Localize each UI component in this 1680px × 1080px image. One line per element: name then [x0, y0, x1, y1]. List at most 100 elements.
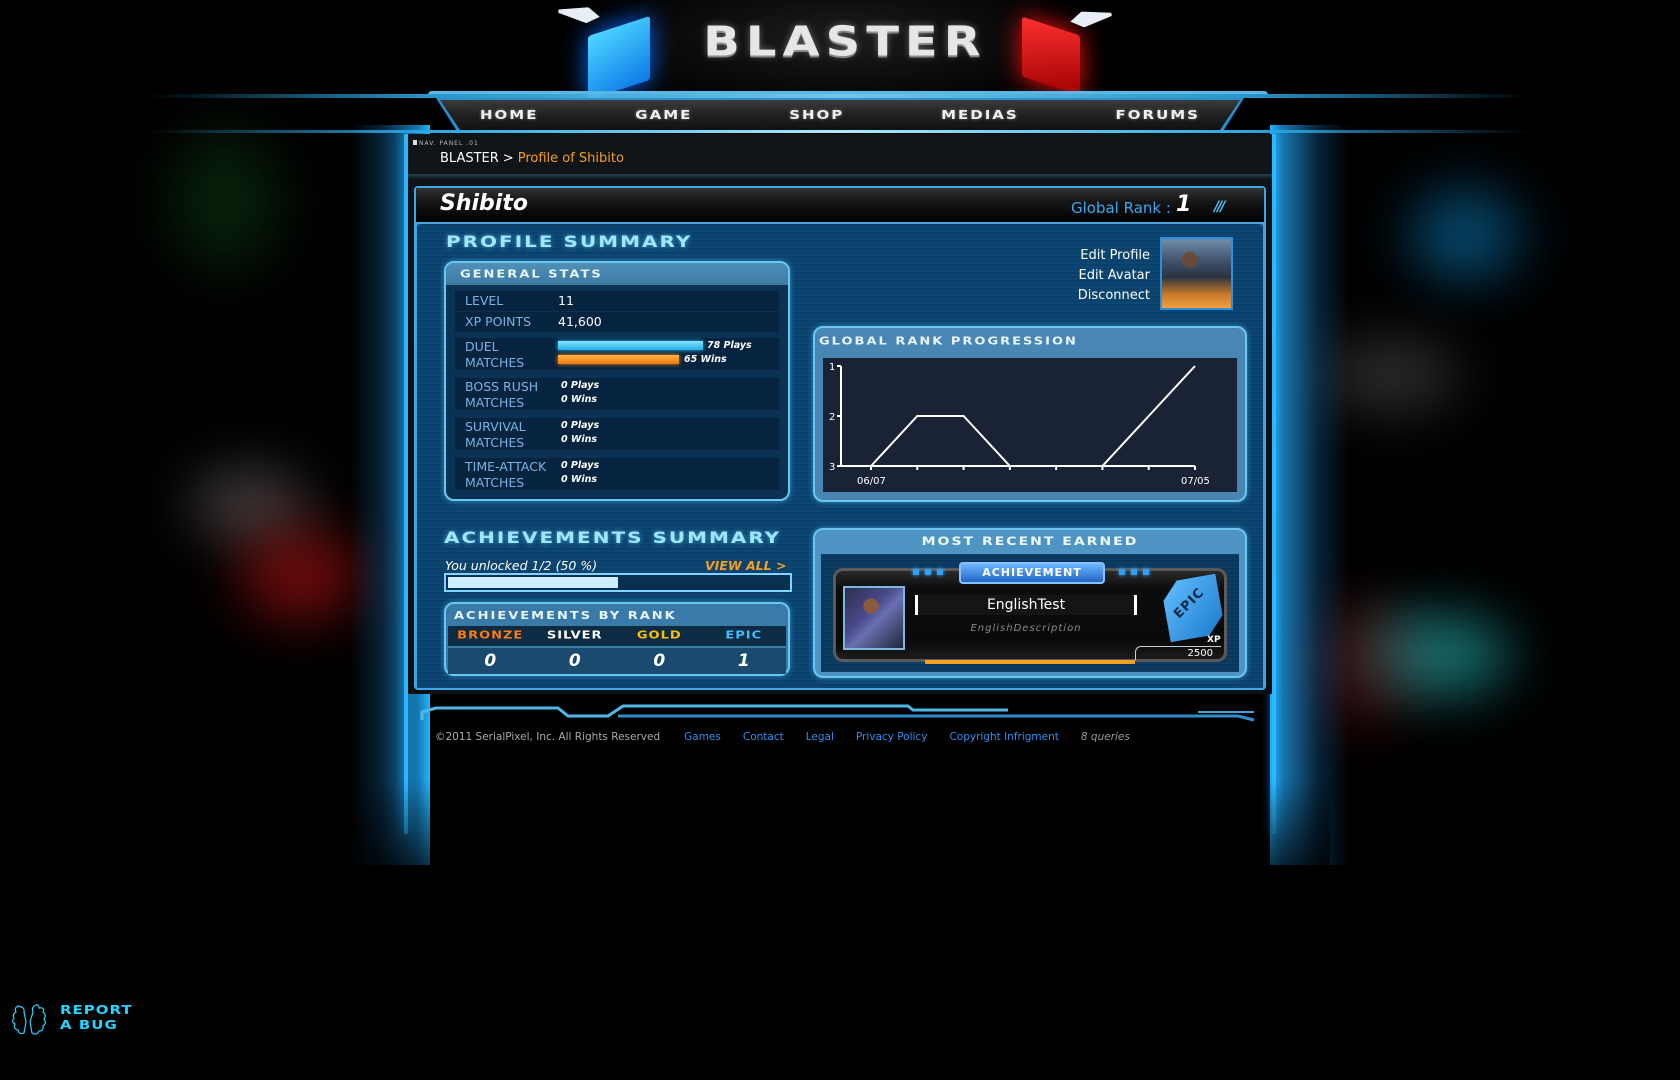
duel-label-1: DUEL [465, 339, 499, 354]
report-bug-text: Report a Bug [60, 1002, 133, 1033]
logo-text: BLASTER [703, 18, 987, 66]
logo-background [640, 0, 1040, 96]
boss-rush-plays: 0 Plays [561, 380, 600, 391]
rank-progression-header: Global Rank Progression [819, 330, 1078, 353]
nav-line-top [150, 94, 1530, 98]
rank-epic-count: 1 [737, 651, 750, 671]
rank-column-headers: Bronze Silver Gold Epic [448, 626, 786, 646]
most-recent-title: Most Recent Earned [921, 535, 1139, 549]
time-attack-wins: 0 Wins [561, 474, 598, 485]
duel-plays-bar [558, 341, 703, 350]
copyright: ©2011 SerialPixel, Inc. All Rights Reser… [435, 731, 661, 743]
rank-silver-label: Silver [546, 629, 603, 642]
page-border-right [1272, 134, 1276, 834]
survival-wins: 0 Wins [561, 434, 598, 445]
nav-medias[interactable]: Medias [941, 107, 1019, 123]
xp-label: XP POINTS [465, 314, 532, 329]
bg-blob-cyan [1350, 615, 1510, 695]
breadcrumb-root[interactable]: BLASTER [440, 151, 499, 166]
edit-avatar-link[interactable]: Edit Avatar [1078, 268, 1150, 283]
duel-label-2: MATCHES [465, 355, 525, 370]
svg-text:3: 3 [829, 462, 835, 473]
profile-name: Shibito [440, 191, 528, 216]
survival-label-1: SURVIVAL [465, 419, 526, 434]
right-side-glow [1270, 125, 1350, 865]
stat-row-xp: XP POINTS 41,600 [455, 312, 779, 332]
duel-wins-text: 65 Wins [684, 354, 727, 365]
left-dots-icon [913, 569, 943, 575]
edit-profile-link[interactable]: Edit Profile [1080, 248, 1150, 263]
general-stats-header: General Stats [446, 263, 788, 285]
red-ship-icon [1069, 6, 1113, 29]
footer-decoration [420, 704, 1255, 722]
level-value: 11 [558, 293, 574, 308]
right-dots-icon [1119, 569, 1149, 575]
boss-rush-label-1: BOSS RUSH [465, 379, 539, 394]
achievement-card[interactable]: ACHIEVEMENT EnglishTest EnglishDescripti… [813, 528, 1247, 678]
stat-row-duel: DUEL MATCHES 78 Plays 65 Wins [455, 338, 779, 370]
svg-text:07/05: 07/05 [1181, 476, 1210, 487]
breadcrumb: BLASTER>Profile of Shibito [440, 151, 624, 166]
general-stats-panel: General Stats LEVEL 11 XP POINTS 41,600 … [444, 261, 790, 501]
report-bug-button[interactable]: Report a Bug [10, 1002, 160, 1042]
achievement-image [843, 586, 905, 650]
page-border-left [404, 134, 408, 834]
query-count: 8 queries [1080, 731, 1130, 743]
bg-blob-blue [1410, 190, 1520, 280]
time-attack-label-1: TIME-ATTACK [465, 459, 547, 474]
xp-label: XP [1207, 635, 1221, 645]
achievement-orange-strip [925, 660, 1135, 664]
time-attack-plays: 0 Plays [561, 460, 600, 471]
nav-frame [428, 91, 1268, 99]
footer-link-legal[interactable]: Legal [805, 731, 834, 743]
breadcrumb-separator: > [502, 151, 514, 166]
main-nav: Home Game Shop Medias Forums [470, 102, 1210, 128]
report-bug-line1: Report [60, 1002, 133, 1018]
nav-forums[interactable]: Forums [1115, 107, 1200, 123]
footer-link-games[interactable]: Games [684, 731, 721, 743]
breadcrumb-current: Profile of Shibito [517, 151, 624, 166]
bg-blob-red [240, 530, 360, 620]
bg-blob-red-r [1310, 600, 1410, 730]
nav-line-bottom [150, 130, 1530, 133]
rank-bronze-label: Bronze [457, 629, 524, 642]
xp-value: 41,600 [558, 314, 602, 329]
account-links: Edit Profile Edit Avatar Disconnect [1050, 246, 1150, 306]
bg-blob-grey [190, 470, 310, 540]
breadcrumb-divider [408, 174, 1272, 178]
view-all-link[interactable]: VIEW ALL > [705, 558, 787, 573]
footer: ©2011 SerialPixel, Inc. All Rights Reser… [435, 731, 1130, 743]
footer-link-privacy[interactable]: Privacy Policy [855, 731, 928, 743]
bg-blob-grey-r [1320, 340, 1460, 410]
nav-game[interactable]: Game [635, 107, 693, 123]
time-attack-label-2: MATCHES [465, 475, 525, 490]
stat-row-time-attack: TIME-ATTACK MATCHES 0 Plays 0 Wins [455, 458, 779, 490]
achievement-progress-fill [448, 577, 618, 588]
general-stats-title: General Stats [460, 268, 603, 281]
xp-value: 2500 [1135, 646, 1221, 660]
nav-home[interactable]: Home [480, 107, 539, 123]
stat-row-survival: SURVIVAL MATCHES 0 Plays 0 Wins [455, 418, 779, 450]
achievement-name: EnglishTest [915, 595, 1137, 615]
rank-bronze-count: 0 [484, 651, 497, 671]
duel-plays-text: 78 Plays [707, 340, 752, 351]
report-bug-line2: a Bug [60, 1017, 118, 1033]
level-label: LEVEL [465, 293, 504, 308]
avatar[interactable] [1160, 237, 1233, 310]
disconnect-link[interactable]: Disconnect [1077, 288, 1150, 303]
boss-rush-wins: 0 Wins [561, 394, 598, 405]
rank-epic-label: Epic [725, 629, 763, 642]
stat-row-level: LEVEL 11 [455, 291, 779, 311]
site-logo[interactable]: BLASTER [550, 0, 1130, 101]
achievement-description: EnglishDescription [970, 623, 1082, 634]
global-rank-value: 1 [1176, 192, 1192, 217]
duel-wins-bar [558, 355, 679, 364]
footer-link-contact[interactable]: Contact [742, 731, 784, 743]
footer-link-copyright[interactable]: Copyright Infrigment [949, 731, 1059, 743]
nav-shop[interactable]: Shop [789, 107, 845, 123]
nav-panel-label: NAV. PANEL .01 [413, 140, 479, 147]
bug-gear-icon [12, 1004, 46, 1035]
bg-blob-green [170, 130, 280, 270]
